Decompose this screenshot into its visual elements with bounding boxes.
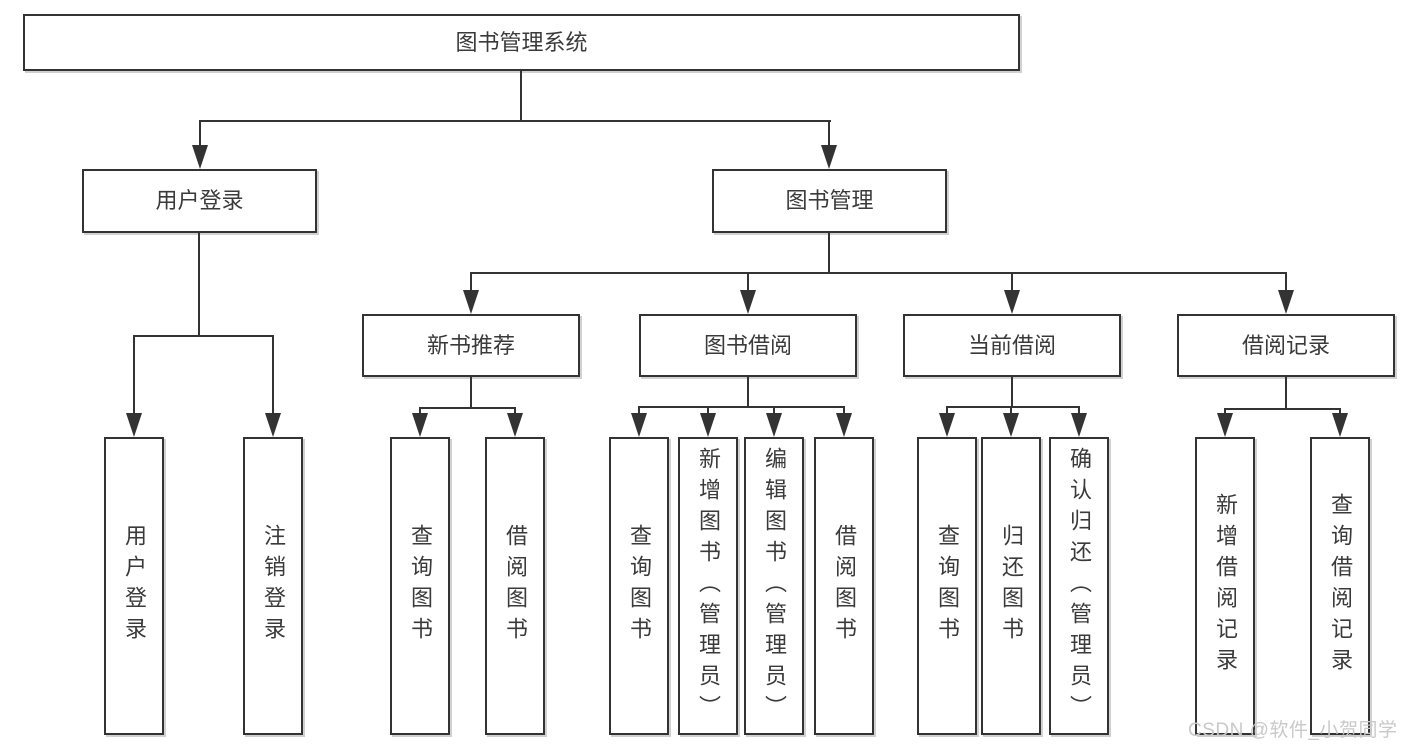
arrowhead-down-icon: [1071, 413, 1087, 437]
arrowhead-down-icon: [740, 290, 756, 314]
connector-line: [199, 120, 201, 147]
connector-line: [1078, 406, 1080, 415]
leaf-user-login: 用户登录: [104, 437, 164, 735]
node-current-borrow: 当前借阅: [903, 314, 1121, 377]
connector-line: [1339, 408, 1341, 415]
connector-line: [198, 233, 200, 335]
leaf-add-book-admin: 新增图书（管理员）: [678, 437, 738, 735]
connector-line: [419, 407, 421, 415]
leaf-add-borrow-record: 新增借阅记录: [1195, 437, 1255, 735]
leaf-logout: 注销登录: [243, 437, 303, 735]
node-new-book-recommend: 新书推荐: [362, 314, 580, 377]
arrowhead-down-icon: [821, 145, 837, 169]
connector-line: [747, 377, 749, 406]
arrowhead-down-icon: [463, 290, 479, 314]
leaf-query-book-borrow: 查询图书: [609, 437, 669, 735]
connector-line: [1285, 272, 1287, 292]
connector-line: [707, 406, 709, 415]
connector-line: [471, 272, 1287, 274]
node-borrow-record: 借阅记录: [1177, 314, 1395, 377]
connector-line: [1011, 377, 1013, 406]
arrowhead-down-icon: [192, 145, 208, 169]
connector-line: [470, 377, 472, 407]
connector-line: [1285, 377, 1287, 408]
arrowhead-down-icon: [1217, 413, 1233, 437]
connector-line: [747, 272, 749, 292]
connector-line: [638, 406, 845, 408]
connector-line: [514, 407, 516, 415]
connector-line: [828, 233, 830, 272]
arrowhead-down-icon: [836, 413, 852, 437]
arrowhead-down-icon: [126, 413, 142, 437]
watermark: CSDN @软件_小贺同学: [1188, 720, 1398, 741]
connector-line: [946, 406, 1080, 408]
connector-line: [1011, 272, 1013, 292]
leaf-borrow-book-recommend: 借阅图书: [485, 437, 545, 735]
connector-line: [419, 407, 516, 409]
arrowhead-down-icon: [1004, 290, 1020, 314]
leaf-confirm-return-admin: 确认归还（管理员）: [1049, 437, 1109, 735]
connector-line: [946, 406, 948, 415]
arrowhead-down-icon: [1278, 290, 1294, 314]
connector-line: [1224, 408, 1226, 415]
node-user-login: 用户登录: [82, 169, 317, 233]
connector-line: [272, 335, 274, 415]
arrowhead-down-icon: [939, 413, 955, 437]
node-book-management: 图书管理: [712, 169, 947, 233]
arrowhead-down-icon: [1332, 413, 1348, 437]
leaf-query-borrow-record: 查询借阅记录: [1310, 437, 1370, 735]
connector-line: [520, 71, 522, 120]
connector-line: [133, 335, 273, 337]
connector-line: [843, 406, 845, 415]
connector-line: [1010, 406, 1012, 415]
arrowhead-down-icon: [766, 413, 782, 437]
node-root: 图书管理系统: [23, 14, 1020, 71]
connector-line: [638, 406, 640, 415]
node-book-borrow: 图书借阅: [639, 314, 857, 377]
leaf-query-book-current: 查询图书: [917, 437, 977, 735]
arrowhead-down-icon: [700, 413, 716, 437]
arrowhead-down-icon: [507, 413, 523, 437]
connector-line: [773, 406, 775, 415]
arrowhead-down-icon: [631, 413, 647, 437]
arrowhead-down-icon: [1003, 413, 1019, 437]
connector-line: [133, 335, 135, 415]
connector-line: [199, 120, 831, 122]
arrowhead-down-icon: [412, 413, 428, 437]
connector-line: [470, 272, 472, 292]
leaf-edit-book-admin: 编辑图书（管理员）: [744, 437, 804, 735]
leaf-return-book: 归还图书: [981, 437, 1041, 735]
connector-line: [1224, 408, 1341, 410]
arrowhead-down-icon: [265, 413, 281, 437]
connector-line: [828, 120, 830, 147]
leaf-borrow-book: 借阅图书: [814, 437, 874, 735]
leaf-query-book-recommend: 查询图书: [390, 437, 450, 735]
